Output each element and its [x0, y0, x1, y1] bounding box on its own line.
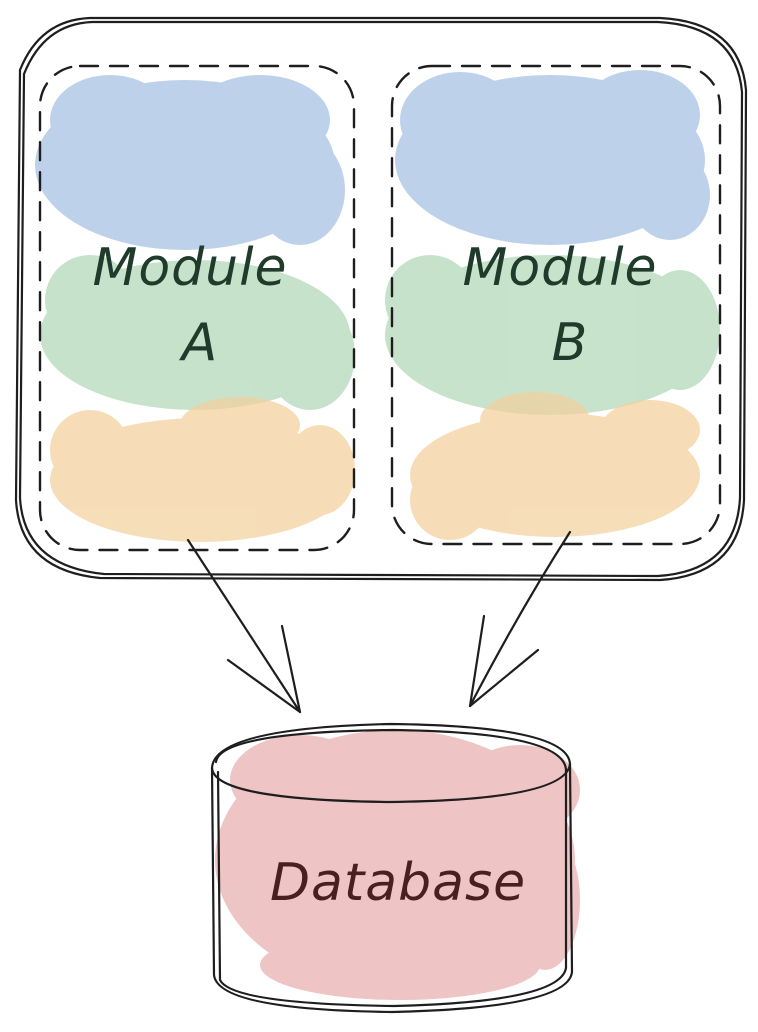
module-a: Module A — [35, 64, 356, 552]
module-b-layer-bottom — [410, 392, 700, 540]
module-a-label-line1: Module — [92, 238, 287, 298]
module-a-boundary — [38, 64, 356, 552]
module-b-boundary — [390, 64, 722, 546]
module-b: Module B — [385, 64, 722, 546]
application-container — [14, 16, 748, 582]
module-b-layer-middle — [385, 255, 720, 415]
arrow-module-b-to-database — [468, 530, 572, 708]
module-b-label-line2: B — [552, 313, 589, 373]
module-b-layer-top — [395, 70, 710, 245]
arrow-module-a-to-database — [186, 538, 302, 714]
module-a-layer-middle — [40, 255, 355, 410]
database: Database — [210, 722, 580, 1014]
module-a-layer-bottom — [50, 397, 355, 542]
database-fill — [215, 730, 580, 1000]
module-a-layer-top — [35, 75, 345, 250]
module-a-label-line2: A — [179, 313, 219, 373]
module-b-label-line1: Module — [462, 238, 657, 298]
database-label: Database — [270, 853, 526, 913]
